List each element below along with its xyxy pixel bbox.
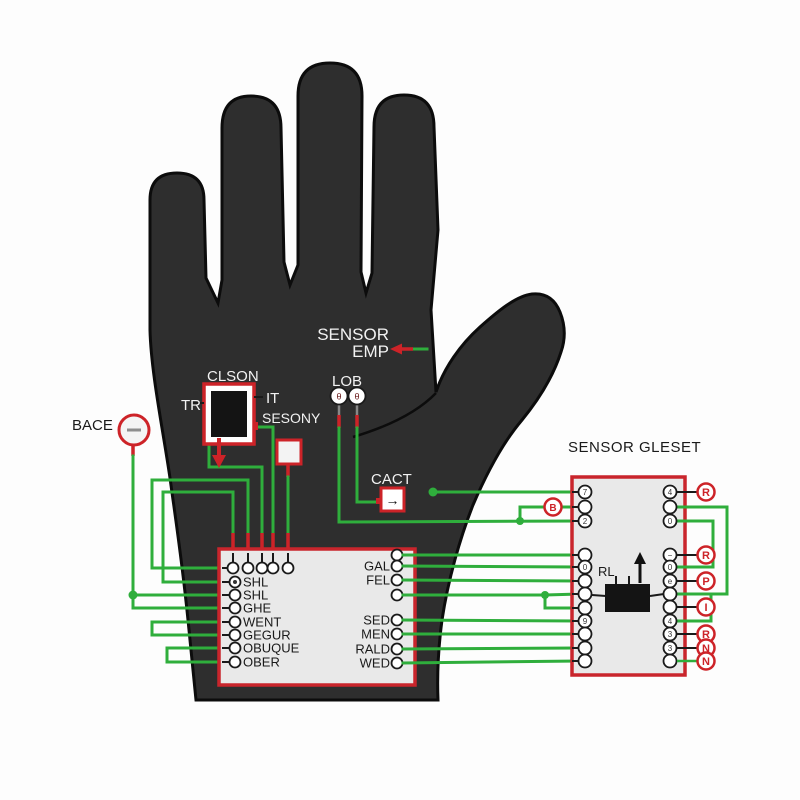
- relay-body: [605, 584, 650, 612]
- svg-text:2: 2: [583, 517, 588, 526]
- svg-text:R: R: [702, 629, 710, 641]
- wire-chip-bottom: [207, 444, 264, 535]
- pin-label-ghe: GHE: [243, 601, 272, 616]
- wire-loop-went-gegur: [150, 620, 221, 637]
- lob-pin2-glyph: θ: [354, 392, 359, 402]
- pin-label-went: WENT: [243, 615, 281, 630]
- lob-pin1-glyph: θ: [336, 392, 341, 402]
- junction-dot-b: [516, 517, 524, 525]
- glove-silhouette: [148, 61, 566, 702]
- svg-text:7: 7: [583, 488, 588, 497]
- wire-endpoint-dot: [428, 487, 438, 497]
- svg-text:N: N: [702, 656, 710, 668]
- labels: SENSOR EMP CLSON TR IT SESONY LOB CACT B…: [72, 325, 701, 671]
- svg-text:0: 0: [668, 517, 673, 526]
- cact-arrow-icon: →: [386, 492, 400, 508]
- wire-loop-inner: [161, 490, 235, 584]
- loop-outer-right: [675, 505, 729, 596]
- cact-label: CACT: [371, 471, 412, 488]
- svg-text:e: e: [668, 577, 673, 586]
- wire-lob1-long: [337, 426, 580, 524]
- pin-label-shl1: SHL: [243, 575, 268, 590]
- svg-text:R: R: [702, 550, 710, 562]
- lob-label: LOB: [332, 373, 362, 390]
- relay-component: [591, 552, 665, 612]
- wiring-between: B: [401, 497, 580, 665]
- emp-annotation: [390, 343, 429, 355]
- pin-label-wed: WED: [360, 656, 390, 671]
- pin-label-shl2: SHL: [243, 588, 268, 603]
- svg-text:4: 4: [668, 617, 673, 626]
- svg-text:N: N: [702, 643, 710, 655]
- relay-label: RL: [598, 564, 615, 579]
- wire-loop-outer: [150, 478, 250, 570]
- chip-tr-label: TR: [181, 397, 201, 414]
- square-sensor: [275, 438, 303, 466]
- lob-pin1: [329, 386, 349, 406]
- glove-shape: [148, 61, 566, 702]
- pin-label-obuque: OBUQUE: [243, 641, 300, 656]
- svg-text:P: P: [702, 576, 709, 588]
- svg-text:0: 0: [583, 563, 588, 572]
- emp-arrow-head: [390, 343, 402, 355]
- bace-label: BACE: [72, 417, 113, 434]
- cact-nub: [376, 498, 382, 504]
- wrist-module: [217, 533, 417, 687]
- wire-loop-obuque-ober: [165, 646, 221, 664]
- chip-title: CLSON: [207, 368, 259, 385]
- top-pin-row: [222, 553, 295, 575]
- svg-text:9: 9: [583, 617, 588, 626]
- bace-connector: [117, 413, 151, 447]
- lob-connector: θ θ: [329, 386, 580, 524]
- wire-lob2-cact: [355, 426, 379, 504]
- up-arrow-head: [634, 552, 646, 564]
- pin-label-men: MEN: [361, 627, 390, 642]
- chip-sesony-label: SESONY: [262, 410, 321, 426]
- terminal-letters: R R P I R N N: [677, 482, 716, 671]
- svg-text:0: 0: [668, 563, 673, 572]
- unit-left-pins: [572, 484, 593, 669]
- svg-text:I: I: [704, 602, 707, 614]
- svg-text:3: 3: [668, 630, 673, 639]
- down-arrow-head: [212, 455, 226, 468]
- svg-text:R: R: [702, 487, 710, 499]
- loop-inner-right: [675, 519, 715, 569]
- top-pin-redtips: [231, 533, 290, 549]
- sensor-unit: R R P I R N N 7 2 0 9 4 0 − 0 e: [570, 475, 729, 677]
- junction-dot-bace: [128, 590, 138, 600]
- junction-dot-mid: [541, 591, 549, 599]
- sensor-unit-title: SENSOR GLESET: [568, 439, 701, 456]
- svg-text:4: 4: [668, 488, 673, 497]
- connector-b-letter: B: [549, 503, 556, 514]
- connector-b-terminal: [543, 497, 563, 517]
- pin-label-sed: SED: [363, 613, 390, 628]
- pin-label-gegur: GEGUR: [243, 628, 291, 643]
- sensor-emp-label-line2: EMP: [352, 342, 389, 361]
- svg-text:−: −: [668, 551, 673, 560]
- svg-text:3: 3: [668, 644, 673, 653]
- cact-connector: →: [376, 486, 580, 513]
- unit-pin-glyphs: 7 2 0 9 4 0 − 0 e 4 3 3: [583, 488, 673, 653]
- sensor-emp-label-line1: SENSOR: [317, 325, 389, 344]
- wire-chip-sesony: [256, 425, 275, 535]
- cact-box: [379, 486, 406, 513]
- wiring-left: [128, 444, 250, 664]
- pin-label-gal: GAL: [364, 559, 390, 574]
- pin-label-fel: FEL: [366, 573, 390, 588]
- lob-pin2: [347, 386, 367, 406]
- unit-right-pins: [662, 484, 678, 669]
- chip-core: [211, 391, 247, 437]
- thumb-crease-line: [352, 392, 437, 439]
- left-pin-column: [222, 575, 242, 669]
- clson-chip: [193, 382, 303, 535]
- pin-label-rald: RALD: [355, 642, 390, 657]
- pin-label-ober: OBER: [243, 655, 280, 670]
- chip-it-label: IT: [266, 390, 279, 407]
